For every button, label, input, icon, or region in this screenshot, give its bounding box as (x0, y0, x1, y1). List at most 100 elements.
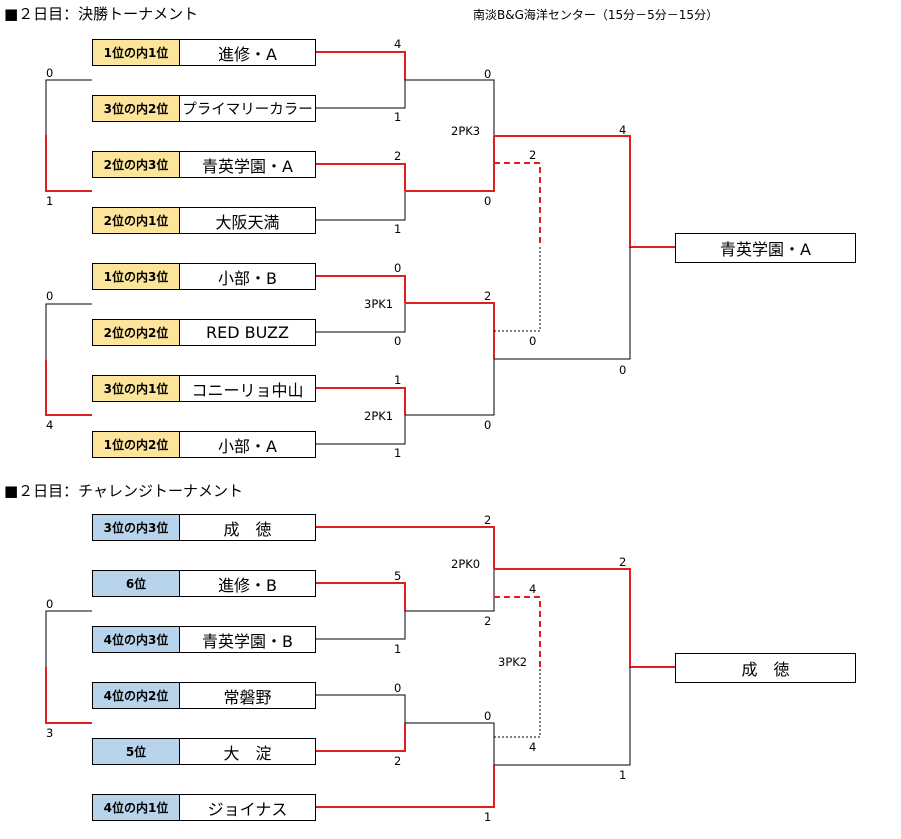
left-bracket-2-bottom (45, 360, 92, 416)
c-r1-match2-loser-line (316, 694, 406, 723)
challenge-section-title: ■２日目：チャレンジトーナメント (4, 482, 244, 500)
seed-label: 3位の内1位 (92, 375, 180, 402)
left-bracket-1-bottom (45, 135, 92, 192)
left-bracket-1-top (45, 79, 92, 135)
seed-label: 1位の内3位 (92, 263, 180, 290)
sf2-winner-line (405, 302, 495, 359)
c-third-place-loser-line (494, 667, 541, 738)
seed-label: 4位の内2位 (92, 682, 180, 709)
c-sf1-winner-line (316, 526, 495, 569)
team-name: 成 徳 (180, 514, 316, 541)
final-section-title: ■２日目：決勝トーナメント (4, 5, 199, 23)
score: 2 (394, 149, 402, 163)
c-final-loser-line (494, 667, 631, 766)
score: 0 (619, 363, 627, 377)
score: 0 (484, 194, 492, 208)
pk-score: 2PK3 (451, 124, 481, 138)
c-r1-match1-loser-line (316, 611, 406, 640)
team-name: 大阪天満 (180, 207, 316, 234)
c-third-place-winner-line (494, 596, 541, 667)
team-name: プライマリーカラー (180, 95, 316, 122)
left-bracket-2-top (45, 303, 92, 360)
pk-score: 2PK1 (364, 409, 394, 423)
seed-label: 3位の内3位 (92, 514, 180, 541)
r1-match3-loser-line (316, 303, 406, 333)
score: 0 (46, 66, 54, 80)
score: 2 (484, 513, 492, 527)
r1-match1-loser-line (316, 80, 406, 109)
r1-match2-winner-line (316, 163, 406, 191)
team-name: 小部・B (180, 263, 316, 290)
score: 2 (484, 289, 492, 303)
seed-label: 2位の内1位 (92, 207, 180, 234)
score: 1 (484, 810, 492, 824)
team-name: 青英学園・B (180, 626, 316, 653)
score: 0 (484, 418, 492, 432)
score: 0 (46, 597, 54, 611)
sf2-loser-line (405, 359, 495, 416)
final-loser-line (494, 247, 631, 360)
score: 5 (394, 569, 402, 583)
score: 0 (394, 334, 402, 348)
team-name: 大 淀 (180, 738, 316, 765)
r1-match1-winner-line (316, 51, 406, 80)
c-sf2-loser-line (405, 722, 495, 765)
final-winner-line (494, 135, 675, 248)
challenge-champion-box: 成 徳 (675, 653, 856, 683)
team-name: 小部・A (180, 431, 316, 458)
c-sf1-loser-line (405, 569, 495, 612)
score: 3 (46, 726, 54, 740)
score: 1 (394, 373, 402, 387)
score: 4 (529, 740, 537, 754)
score: 1 (394, 222, 402, 236)
score: 0 (394, 261, 402, 275)
score: 1 (394, 446, 402, 460)
seed-label: 2位の内2位 (92, 319, 180, 346)
r1-match4-winner-line (316, 387, 406, 415)
seed-label: 1位の内1位 (92, 39, 180, 66)
score: 0 (484, 67, 492, 81)
r1-match3-winner-line (316, 275, 406, 303)
r1-match2-loser-line (316, 191, 406, 221)
team-name: ジョイナス (180, 794, 316, 821)
r1-match4-loser-line (316, 415, 406, 445)
c-left-bracket-bottom (45, 667, 92, 724)
team-name: 進修・A (180, 39, 316, 66)
c-r1-match1-winner-line (316, 582, 406, 611)
score: 2 (394, 754, 402, 768)
c-sf2-winner-line (316, 765, 495, 808)
c-final-winner-line (494, 568, 675, 668)
third-place-winner-line (494, 162, 541, 247)
score: 1 (46, 194, 54, 208)
score: 2 (619, 555, 627, 569)
score: 2 (484, 614, 492, 628)
team-name: 常磐野 (180, 682, 316, 709)
score: 0 (529, 334, 537, 348)
score: 4 (619, 123, 627, 137)
score: 0 (394, 681, 402, 695)
seed-label: 4位の内1位 (92, 794, 180, 821)
third-place-loser-line (494, 247, 541, 332)
seed-label: 6位 (92, 570, 180, 597)
score: 0 (46, 289, 54, 303)
score: 4 (46, 418, 54, 432)
c-left-bracket-top (45, 610, 92, 667)
score: 1 (394, 110, 402, 124)
seed-label: 1位の内2位 (92, 431, 180, 458)
score: 1 (394, 642, 402, 656)
pk-score: 2PK0 (451, 557, 481, 571)
sf1-winner-line (405, 136, 495, 192)
pk-score: 3PK1 (364, 297, 394, 311)
score: 0 (484, 709, 492, 723)
score: 4 (529, 582, 537, 596)
team-name: RED BUZZ (180, 319, 316, 346)
sf1-loser-line (405, 79, 495, 136)
team-name: 青英学園・A (180, 151, 316, 178)
score: 4 (394, 37, 402, 51)
score: 2 (529, 148, 537, 162)
team-name: 進修・B (180, 570, 316, 597)
team-name: コニーリョ中山 (180, 375, 316, 402)
seed-label: 2位の内3位 (92, 151, 180, 178)
c-r1-match2-winner-line (316, 723, 406, 752)
